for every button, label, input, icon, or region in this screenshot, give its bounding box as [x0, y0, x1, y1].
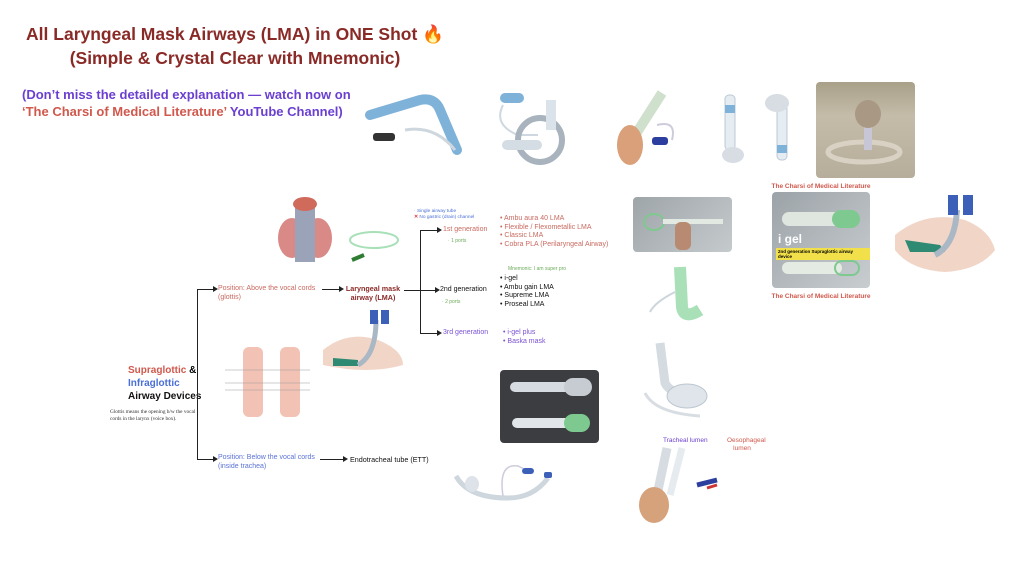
- infraglottic-label: Infraglottic: [128, 378, 180, 389]
- endotracheal-tube-image: [453, 465, 552, 501]
- first-gen-label: 1st generation: [443, 226, 488, 233]
- trunk-line-main: [197, 289, 198, 460]
- list-item: Ambu aura 40 LMA: [500, 215, 608, 224]
- trunk-line-generations: [420, 230, 421, 334]
- proseal-lma-image: [643, 342, 708, 418]
- root-node-title: Supraglottic & Infraglottic Airway Devic…: [128, 364, 201, 403]
- ampersand: &: [189, 365, 197, 376]
- branch-line-2nd: [420, 290, 436, 291]
- lma-tube-image: [349, 231, 399, 262]
- list-item: i-gel: [500, 275, 554, 284]
- branch-line-1st: [420, 230, 438, 231]
- promo-channel-name: ‘The Charsi of Medical Literature’: [22, 104, 227, 119]
- third-gen-label: 3rd generation: [443, 329, 489, 336]
- cross-icon: ✕: [414, 215, 419, 220]
- first-gen-ports: · 1 ports: [448, 238, 467, 244]
- supraglottic-label: Supraglottic: [128, 365, 187, 376]
- list-item: Supreme LMA: [500, 292, 554, 301]
- oesophageal-lumen-label: Oesophageal lumen: [727, 437, 766, 452]
- promo-text: (Don’t miss the detailed explanation — w…: [22, 86, 351, 120]
- position-below-label: Position: Below the vocal cords (inside …: [218, 454, 315, 470]
- igel-label: i gel: [778, 232, 803, 246]
- cobra-pla-hand-photo: [633, 197, 732, 252]
- list-item: i-gel plus: [503, 329, 546, 338]
- second-gen-ports: · 2 ports: [442, 299, 461, 305]
- branch-line-above: [197, 289, 214, 290]
- title-line-1: All Laryngeal Mask Airways (LMA) in ONE …: [26, 24, 444, 44]
- branch-line-below: [197, 459, 214, 460]
- list-item: Cobra PLA (Perilaryngeal Airway): [500, 241, 608, 250]
- arrow-2nd: [435, 287, 440, 293]
- lma-node-label: Laryngeal mask airway (LMA): [345, 284, 401, 302]
- note-single-tube: · Single airway tube: [414, 209, 457, 214]
- second-gen-list: i-gel Ambu gain LMA Supreme LMA Proseal …: [500, 275, 554, 309]
- arrow-below: [213, 456, 218, 462]
- arrow-1st: [437, 227, 442, 233]
- larynx-cross-section-diagram: [225, 347, 310, 417]
- promo-suffix: YouTube Channel): [229, 104, 343, 119]
- proseal-lumens-image: [639, 447, 718, 523]
- second-gen-label: 2nd generation: [440, 286, 487, 293]
- igel-hand-photo: i gel 2nd generation Supraglottic airway…: [772, 192, 870, 288]
- arrow-above: [213, 286, 218, 292]
- arrow-to-lma: [339, 286, 344, 292]
- supreme-lma-image: [722, 94, 789, 163]
- list-item: Ambu gain LMA: [500, 284, 554, 293]
- igel-comparison-photo: [500, 370, 599, 443]
- arrow-to-ett: [343, 456, 348, 462]
- branch-line-3rd: [420, 333, 438, 334]
- watermark-caption-top: The Charsi of Medical Literature: [771, 183, 871, 190]
- connector-below-ett: [320, 459, 344, 460]
- igel-banner: 2nd generation Supraglottic airway devic…: [776, 248, 870, 260]
- airway-devices-label: Airway Devices: [128, 391, 202, 402]
- first-gen-list: Ambu aura 40 LMA Flexible / Flexometalli…: [500, 215, 608, 249]
- page-title: All Laryngeal Mask Airways (LMA) in ONE …: [0, 22, 470, 70]
- classic-lma-image: [617, 90, 674, 165]
- igel-device-image: [649, 266, 704, 321]
- promo-line-1: (Don’t miss the detailed explanation — w…: [22, 87, 351, 102]
- position-above-label: Position: Above the vocal cords (glottis…: [218, 285, 316, 301]
- tracheal-lumen-label: Tracheal lumen: [663, 437, 708, 444]
- third-gen-list: i-gel plus Baska mask: [503, 329, 546, 347]
- list-item: Proseal LMA: [500, 301, 554, 310]
- list-item: Classic LMA: [500, 232, 608, 241]
- mnemonic-label: Mnemonic: I am super pro: [508, 266, 567, 272]
- watermark-caption-bottom: The Charsi of Medical Literature: [771, 293, 871, 300]
- connector-above-lma: [322, 289, 340, 290]
- arrow-3rd: [437, 330, 442, 336]
- ett-node-label: Endotracheal tube (ETT): [350, 455, 429, 464]
- list-item: Flexible / Flexometallic LMA: [500, 224, 608, 233]
- larynx-thyroid-illustration: [278, 197, 332, 262]
- lma-in-situ-illustration: [323, 310, 403, 370]
- note-no-gastric: ✕ No gastric (drain) channel: [414, 215, 475, 220]
- title-line-2: (Simple & Crystal Clear with Mnemonic): [69, 48, 401, 68]
- ambu-aura-lma-image: [499, 93, 565, 165]
- lma-insertion-head-illustration: [895, 195, 995, 272]
- connector-lma-trunk: [404, 290, 420, 291]
- flexible-lma-image: [365, 94, 462, 155]
- cobra-snake-photo: [816, 82, 915, 178]
- list-item: Baska mask: [503, 338, 545, 347]
- glottis-note: Glottis means the opening b/w the vocal …: [110, 409, 196, 422]
- first-gen-notes: · Single airway tube ✕ No gastric (drain…: [414, 209, 474, 221]
